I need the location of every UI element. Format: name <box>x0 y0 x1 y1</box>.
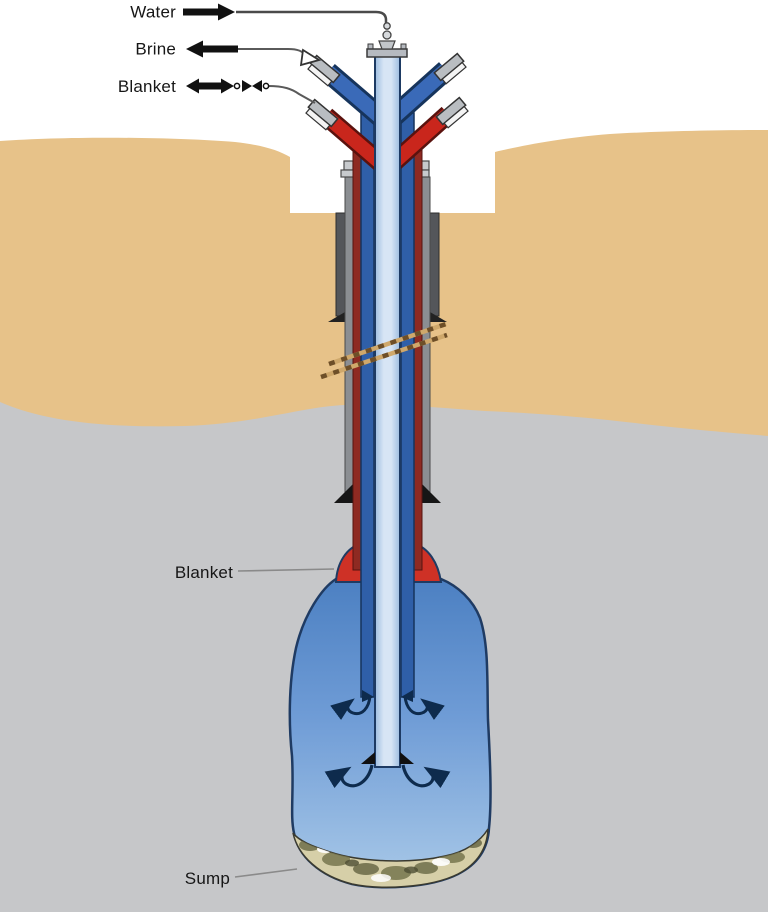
tube-end-arrow-left <box>361 752 375 764</box>
sump-leader-line <box>234 868 298 878</box>
sump-rubble <box>292 828 489 888</box>
water-line <box>236 10 388 23</box>
label-water: Water <box>130 3 176 22</box>
flow-curl-lower-left <box>324 764 374 789</box>
brine-flange-right <box>433 52 467 85</box>
flow-curl-upper-left <box>330 695 372 721</box>
label-sump: Sump <box>185 869 230 888</box>
label-blanket-cavern: Blanket <box>175 563 233 582</box>
break-symbol <box>320 321 448 380</box>
brine-valve-icon <box>299 48 322 67</box>
blanket-valve-icon <box>262 82 270 90</box>
surface-lines <box>233 10 388 104</box>
blanket-line <box>267 85 316 104</box>
blanket-valve-icon <box>252 80 262 92</box>
fitting-ball-upper <box>383 22 391 30</box>
label-brine: Brine <box>135 40 176 59</box>
casing-shoe-left <box>334 484 353 503</box>
blanket-valve-icon <box>233 82 241 90</box>
tube-end-arrow-right <box>400 752 414 764</box>
blanket-arrow-icon <box>186 78 234 94</box>
fitting-ball-lower <box>382 30 392 40</box>
blanket-flange-left <box>305 98 339 131</box>
label-blanket-top: Blanket <box>118 77 176 96</box>
flow-arrowhead <box>362 690 374 702</box>
outer-casing-shoe-left <box>328 312 345 322</box>
flow-curl-lower-right <box>401 764 451 789</box>
wellhead-cap <box>366 22 408 58</box>
flange-stub-left <box>343 160 354 171</box>
flow-curl-upper-right <box>403 695 445 721</box>
blanket-valve-icon <box>242 80 252 92</box>
blanket-leader-line <box>237 568 335 572</box>
outer-casing-shoe-right <box>430 312 447 322</box>
water-tube <box>324 54 451 789</box>
casing-shoe-right <box>422 484 441 503</box>
brine-arrow-icon <box>186 40 238 58</box>
blanket-flange-right <box>435 96 469 129</box>
brine-tubing <box>330 112 445 721</box>
water-arrow-icon <box>183 3 235 21</box>
flow-arrowhead <box>401 690 413 702</box>
